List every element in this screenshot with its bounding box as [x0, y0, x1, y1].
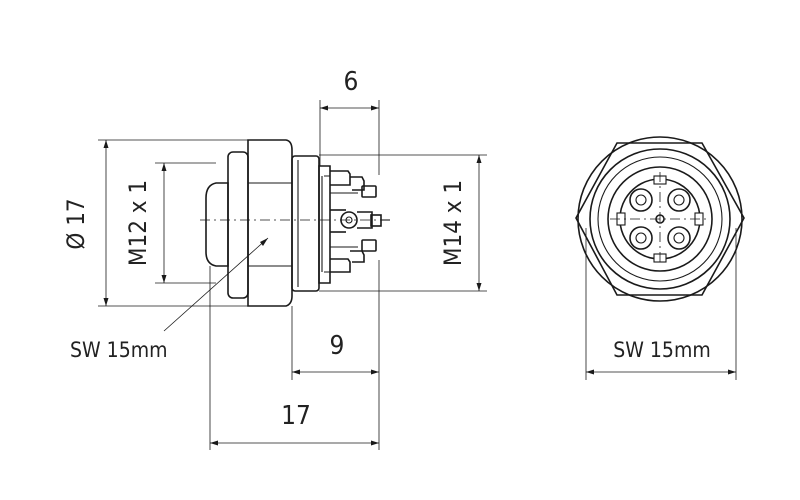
dim-wrench-front-label: SW 15mm — [613, 338, 711, 362]
dim-thread-rear-label: M14 x 1 — [439, 180, 467, 266]
solder-contacts — [330, 170, 390, 273]
dim-top-width: 6 — [319, 67, 380, 175]
front-outer-circle — [577, 136, 743, 302]
front-ring — [227, 151, 249, 299]
leader-wrench-side: SW 15mm — [70, 237, 269, 362]
dim-top-width-label: 6 — [344, 67, 359, 97]
front-ring-3 — [607, 166, 713, 272]
dim-total-length-label: 17 — [281, 401, 311, 431]
front-ring-2 — [597, 156, 723, 282]
leader-wrench-side-label: SW 15mm — [70, 338, 168, 362]
front-view: SW 15mm — [575, 136, 745, 380]
hex-nut — [247, 139, 293, 307]
side-view: 6 Ø 17 M12 x 1 M14 x 1 — [62, 67, 487, 450]
dim-depth-rear: 9 — [291, 260, 380, 380]
front-ring-1 — [589, 148, 731, 290]
dim-thread-rear: M14 x 1 — [319, 154, 487, 292]
front-hexagon — [575, 142, 745, 296]
front-sleeve — [205, 182, 229, 267]
rear-body — [291, 155, 320, 292]
insert-carrier — [318, 165, 331, 284]
dim-diameter-label: Ø 17 — [62, 198, 90, 249]
dim-wrench-front: SW 15mm — [585, 228, 737, 380]
dim-thread-front: M12 x 1 — [124, 162, 216, 284]
dim-diameter: Ø 17 — [62, 139, 248, 307]
dim-depth-rear-label: 9 — [330, 331, 345, 361]
dim-thread-front-label: M12 x 1 — [124, 180, 152, 266]
dim-total-length: 17 — [209, 266, 380, 450]
insert-ring — [321, 175, 330, 273]
